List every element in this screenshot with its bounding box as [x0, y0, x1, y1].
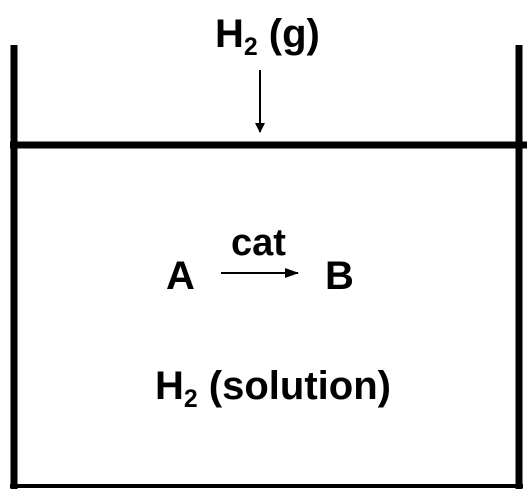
gas-species: H: [215, 12, 244, 56]
catalyst-label: cat: [231, 222, 286, 264]
gas-phase-label: H2 (g): [215, 12, 320, 60]
gas-subscript: 2: [243, 33, 258, 61]
product-label: B: [325, 254, 354, 298]
solution-phase-state: (solution): [197, 364, 391, 408]
gas-phase-state: (g): [257, 12, 320, 56]
solution-species: H: [155, 364, 184, 408]
solution-phase-label: H2 (solution): [155, 364, 391, 412]
solution-subscript: 2: [183, 385, 198, 413]
reactant-label: A: [166, 254, 195, 298]
